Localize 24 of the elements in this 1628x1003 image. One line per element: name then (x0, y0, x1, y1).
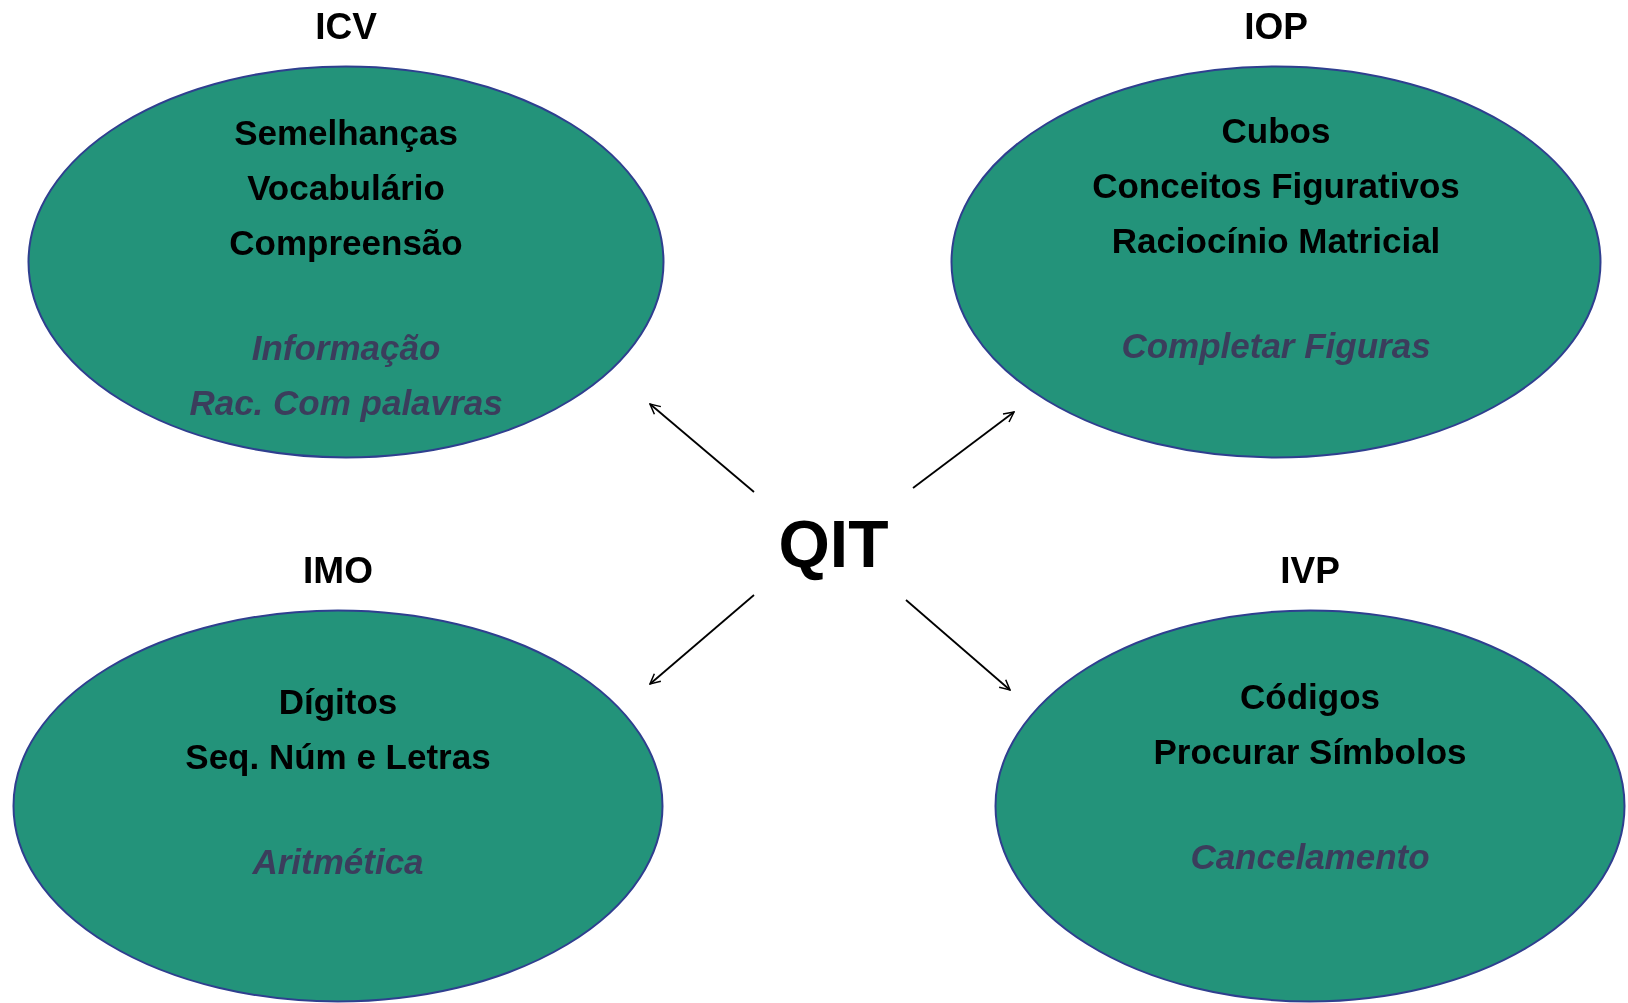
subtest-label: Seq. Núm e Letras (185, 736, 491, 778)
arrow (905, 599, 1011, 691)
subtest-label: Aritmética (252, 841, 424, 883)
group-heading: IVP (1279, 551, 1341, 591)
subtest-label: Informação (251, 327, 441, 369)
subtest-label: Cubos (1221, 110, 1331, 152)
subtest-label: Rac. Com palavras (189, 382, 503, 424)
subtest-label: Vocabulário (247, 167, 445, 209)
center-label: QIT (754, 488, 913, 600)
subtest-label: Códigos (1240, 676, 1380, 718)
subtest-label: Compreensão (229, 222, 463, 264)
arrow (912, 411, 1015, 489)
arrow (649, 594, 755, 685)
group-heading: IOP (1243, 7, 1309, 47)
arrow (649, 403, 755, 493)
subtest-label: Completar Figuras (1121, 325, 1431, 367)
subtest-label: Procurar Símbolos (1153, 731, 1467, 773)
subtest-label: Dígitos (278, 681, 398, 723)
subtest-label: Semelhanças (234, 112, 458, 154)
group-heading: ICV (314, 7, 378, 47)
subtest-label: Cancelamento (1190, 836, 1430, 878)
subtest-label: Raciocínio Matricial (1111, 220, 1441, 262)
subtest-label: Conceitos Figurativos (1092, 165, 1460, 207)
group-heading: IMO (302, 551, 374, 591)
